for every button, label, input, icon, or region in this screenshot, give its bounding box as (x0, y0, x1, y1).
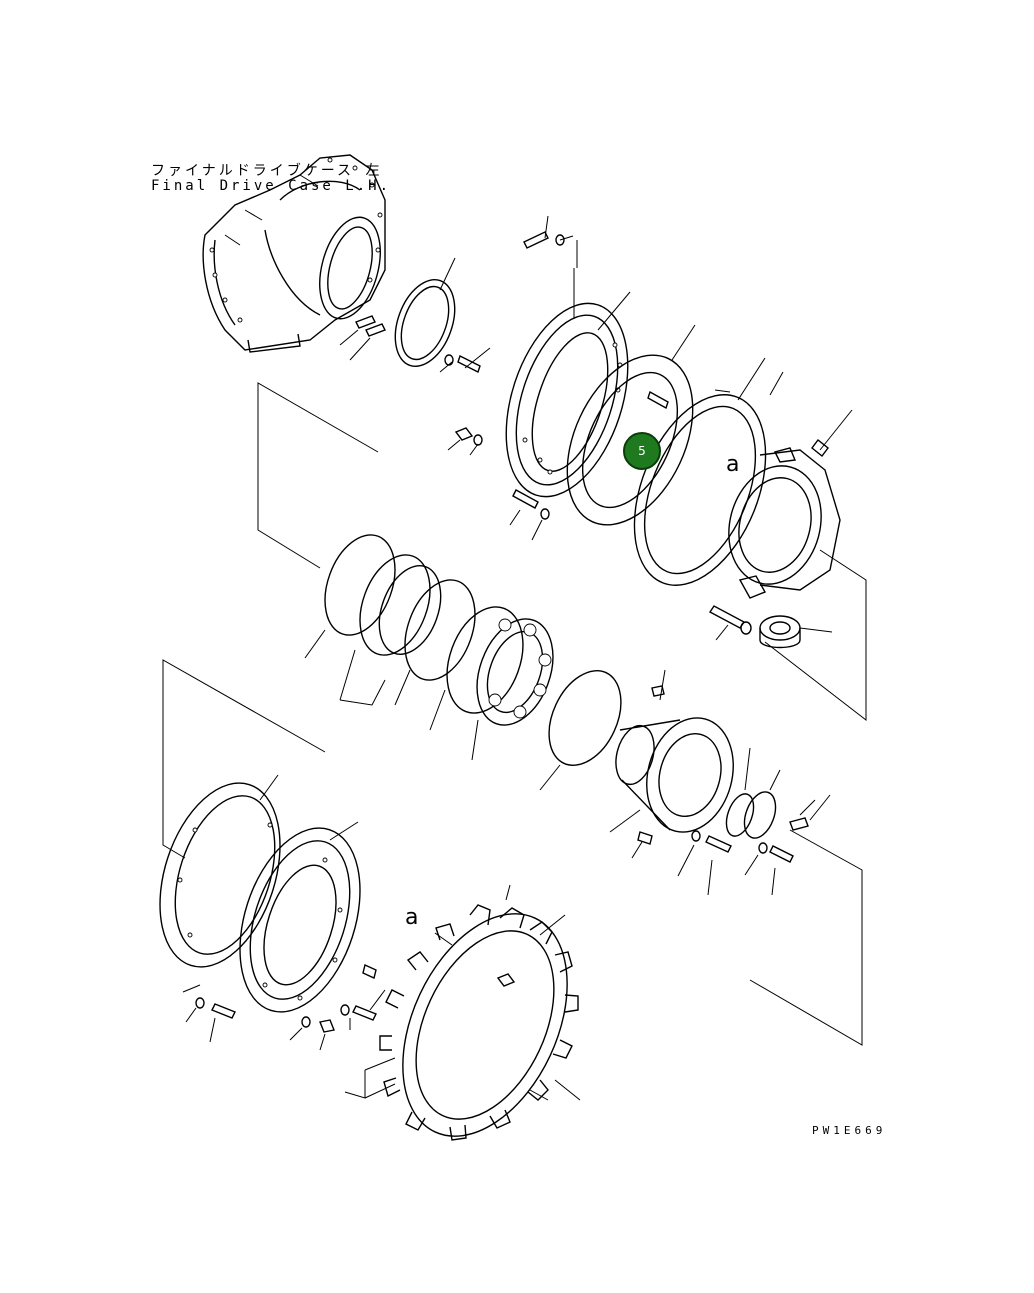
outer-housing (505, 291, 631, 498)
reference-mark-a-upper: a (726, 452, 740, 477)
bracket-lines-3 (749, 829, 863, 1046)
drawing-number: PW1E669 (812, 1124, 887, 1137)
callout-label: 5 (638, 444, 646, 458)
lower-flanges (159, 774, 377, 1013)
bearing-assembly (446, 606, 554, 761)
retainer-ring (394, 257, 456, 367)
bearing-and-bolt (708, 605, 833, 649)
diagram-title-english: Final Drive Case L.H. (151, 178, 392, 194)
dowel-pins (339, 315, 386, 361)
o-ring (539, 670, 622, 791)
reference-mark-a-lower: a (405, 905, 419, 930)
bolt-top (523, 215, 578, 318)
sprocket-segments (344, 884, 581, 1141)
part-callout-marker[interactable]: 5 (623, 432, 661, 470)
planet-carrier (609, 669, 734, 833)
small-cover (631, 747, 831, 896)
final-drive-case (202, 154, 386, 353)
bracket-lines-2 (257, 382, 379, 569)
diagram-title-japanese: ファイナルドライブケース 左 (151, 163, 383, 179)
seal-rings (304, 534, 476, 731)
sprocket-hub (633, 357, 853, 599)
bracket-lines-1 (764, 549, 867, 722)
nut-washer (447, 427, 550, 541)
bracket-lines-4 (162, 659, 326, 859)
cover-plate (566, 324, 696, 526)
lower-fasteners (182, 984, 386, 1051)
bolt-washer-1 (439, 347, 491, 373)
